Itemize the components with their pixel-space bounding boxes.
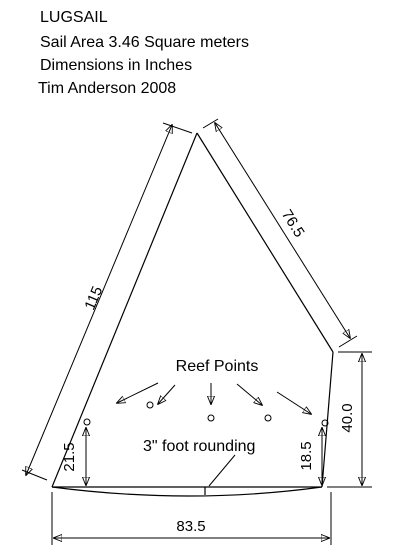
leech-dimension: 40.0 bbox=[327, 351, 372, 488]
reef-point bbox=[146, 401, 154, 409]
foot-value: 83.5 bbox=[176, 518, 205, 535]
head-extension-bottom bbox=[338, 335, 358, 348]
leech-edge bbox=[321, 351, 334, 488]
head-value: 76.5 bbox=[278, 207, 308, 241]
clew-reef-dimension: 18.5 bbox=[298, 428, 322, 485]
luff-extension-top bbox=[162, 122, 193, 134]
clew-reef-value: 18.5 bbox=[298, 441, 315, 470]
luff-extension-bottom bbox=[21, 469, 48, 481]
foot-rounding-label: 3" foot rounding bbox=[143, 438, 255, 455]
reef-points-label: Reef Points bbox=[176, 358, 259, 375]
foot-dimension: 83.5 bbox=[51, 492, 332, 545]
reef-points bbox=[83, 401, 329, 427]
reef-point bbox=[321, 419, 329, 427]
units-note: Dimensions in Inches bbox=[40, 57, 192, 74]
foot-rounding-pointer bbox=[208, 454, 236, 487]
author: Tim Anderson 2008 bbox=[38, 80, 176, 97]
reef-point bbox=[207, 414, 215, 422]
reef-arrow bbox=[236, 383, 262, 405]
luff-edge bbox=[51, 132, 198, 488]
reef-arrow bbox=[117, 382, 159, 403]
sail-area: Sail Area 3.46 Square meters bbox=[40, 34, 249, 51]
leech-value: 40.0 bbox=[339, 403, 356, 432]
header: LUGSAIL Sail Area 3.46 Square meters Dim… bbox=[38, 9, 249, 97]
tack-reef-dimension: 21.5 bbox=[61, 428, 86, 485]
reef-point-arrows bbox=[117, 382, 311, 414]
head-dimension: 76.5 bbox=[202, 118, 358, 348]
luff-dimension-line bbox=[26, 125, 172, 475]
tack-reef-value: 21.5 bbox=[61, 442, 78, 471]
reef-point bbox=[83, 418, 91, 426]
head-edge bbox=[196, 132, 334, 353]
reef-arrow bbox=[276, 391, 311, 414]
reef-point bbox=[264, 414, 272, 422]
luff-dimension: 115 bbox=[21, 122, 193, 481]
foot-rounding-curve bbox=[51, 486, 323, 497]
head-extension-top bbox=[202, 118, 219, 129]
title: LUGSAIL bbox=[40, 9, 108, 26]
head-dimension-line bbox=[215, 123, 350, 338]
reef-arrow bbox=[158, 384, 176, 404]
luff-value: 115 bbox=[81, 284, 106, 313]
